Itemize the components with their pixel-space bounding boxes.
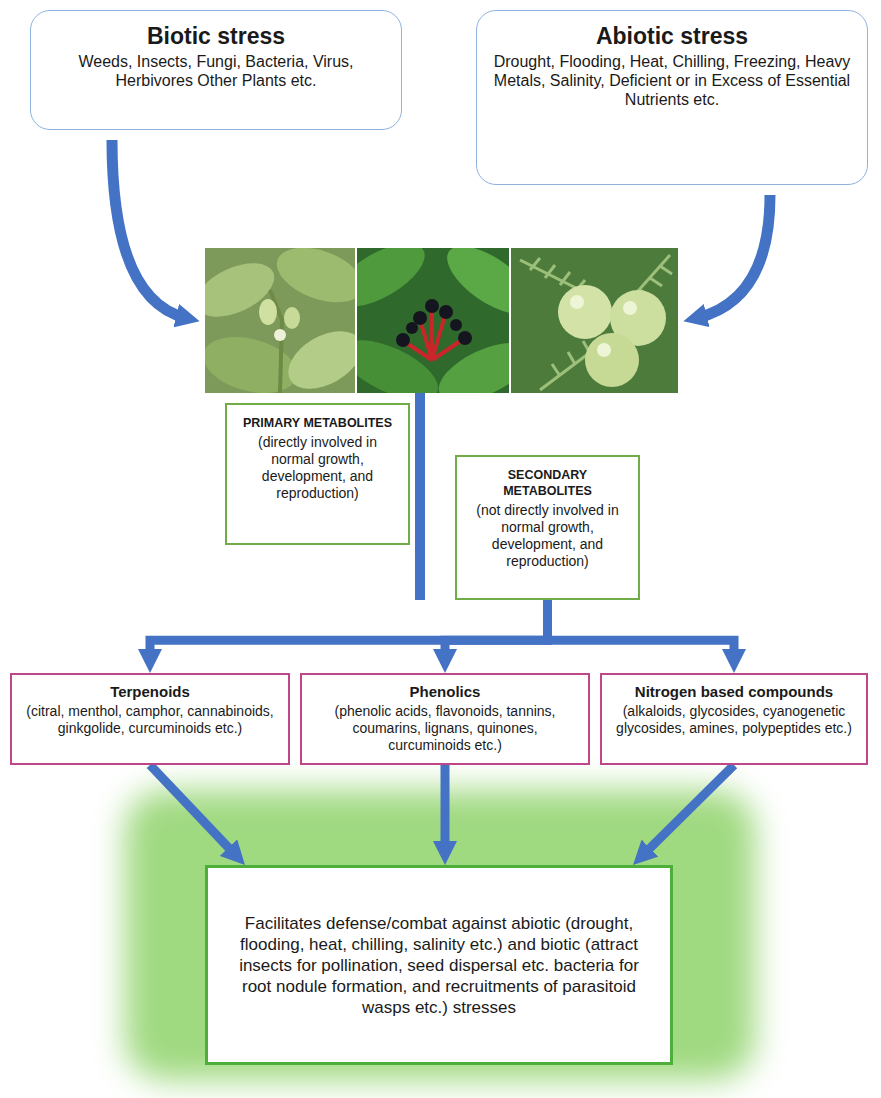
leaf [205, 327, 303, 393]
berry [450, 319, 462, 331]
box-body: (citral, menthol, camphor, cannabinoids,… [20, 703, 280, 737]
plant-photo [205, 248, 355, 393]
stress-box: Biotic stressWeeds, Insects, Fungi, Bact… [30, 10, 402, 130]
leaf [430, 331, 509, 393]
box-body: Weeds, Insects, Fungi, Bacteria, Virus, … [45, 52, 387, 90]
berries [396, 299, 472, 347]
fruit [558, 285, 612, 339]
bud [259, 299, 277, 325]
box-title: Nitrogen based compounds [610, 683, 858, 701]
plant-photo [357, 248, 509, 393]
berry [458, 331, 472, 345]
box-body: (alkaloids, glycosides, cyanogenetic gly… [610, 703, 858, 737]
highlight [597, 343, 611, 357]
trunk-line [415, 393, 425, 600]
berry [396, 333, 410, 347]
stalk [432, 340, 462, 360]
leaflet [552, 341, 590, 376]
berry [439, 305, 453, 319]
leaflets [520, 255, 672, 390]
leaf [278, 319, 355, 393]
photo-ground [511, 248, 678, 393]
outcome-box: Facilitates defense/combat against abiot… [205, 865, 673, 1065]
box-title: PRIMARY METABOLITES [235, 415, 400, 431]
photo-divider [509, 248, 511, 393]
flower [274, 329, 286, 341]
berry [406, 322, 418, 334]
box-body: (directly involved in normal growth, dev… [235, 434, 400, 502]
flow-arrow [150, 765, 235, 855]
box-body: (not directly involved in normal growth,… [465, 502, 630, 570]
compound-class-box: Nitrogen based compounds (alkaloids, glyc… [600, 673, 868, 765]
red-stalks [405, 310, 462, 360]
compound-class-box: Terpenoids (citral, menthol, camphor, can… [10, 673, 290, 765]
box-title: SECONDARY METABOLITES [465, 467, 630, 499]
box-title: Abiotic stress [491, 23, 853, 50]
berry [425, 299, 439, 313]
box-title: Facilitates defense/combat against abiot… [224, 913, 654, 1018]
stalk [405, 342, 432, 360]
box-title: Phenolics [310, 683, 580, 701]
leaf [270, 248, 355, 313]
box-title: Terpenoids [20, 683, 280, 701]
box-body: (phenolic acids, flavonoids, tannins, co… [310, 703, 580, 754]
curved-arrow [112, 140, 186, 318]
leaf [357, 248, 434, 319]
flow-arrow [548, 600, 735, 659]
box-body: Drought, Flooding, Heat, Chilling, Freez… [491, 52, 853, 109]
stress-box: Abiotic stressDrought, Flooding, Heat, C… [476, 10, 868, 185]
stalk [430, 310, 434, 360]
highlight [570, 295, 584, 309]
bud [284, 307, 300, 329]
highlight [623, 301, 637, 315]
photo-divider [355, 248, 357, 393]
curved-arrow [697, 195, 770, 318]
metabolite-box: PRIMARY METABOLITES (directly involved in… [225, 403, 410, 545]
flow-arrow [445, 600, 548, 659]
plant-photo [511, 248, 678, 393]
compound-class-box: Phenolics (phenolic acids, flavonoids, ta… [300, 673, 590, 765]
fruit [585, 333, 639, 387]
flow-arrow [643, 765, 734, 855]
flow-arrow [441, 765, 450, 851]
leaf [436, 248, 509, 327]
metabolite-box: SECONDARY METABOLITES(not directly invol… [455, 455, 640, 600]
box-title: Biotic stress [45, 23, 387, 50]
flow-arrow [150, 600, 548, 659]
